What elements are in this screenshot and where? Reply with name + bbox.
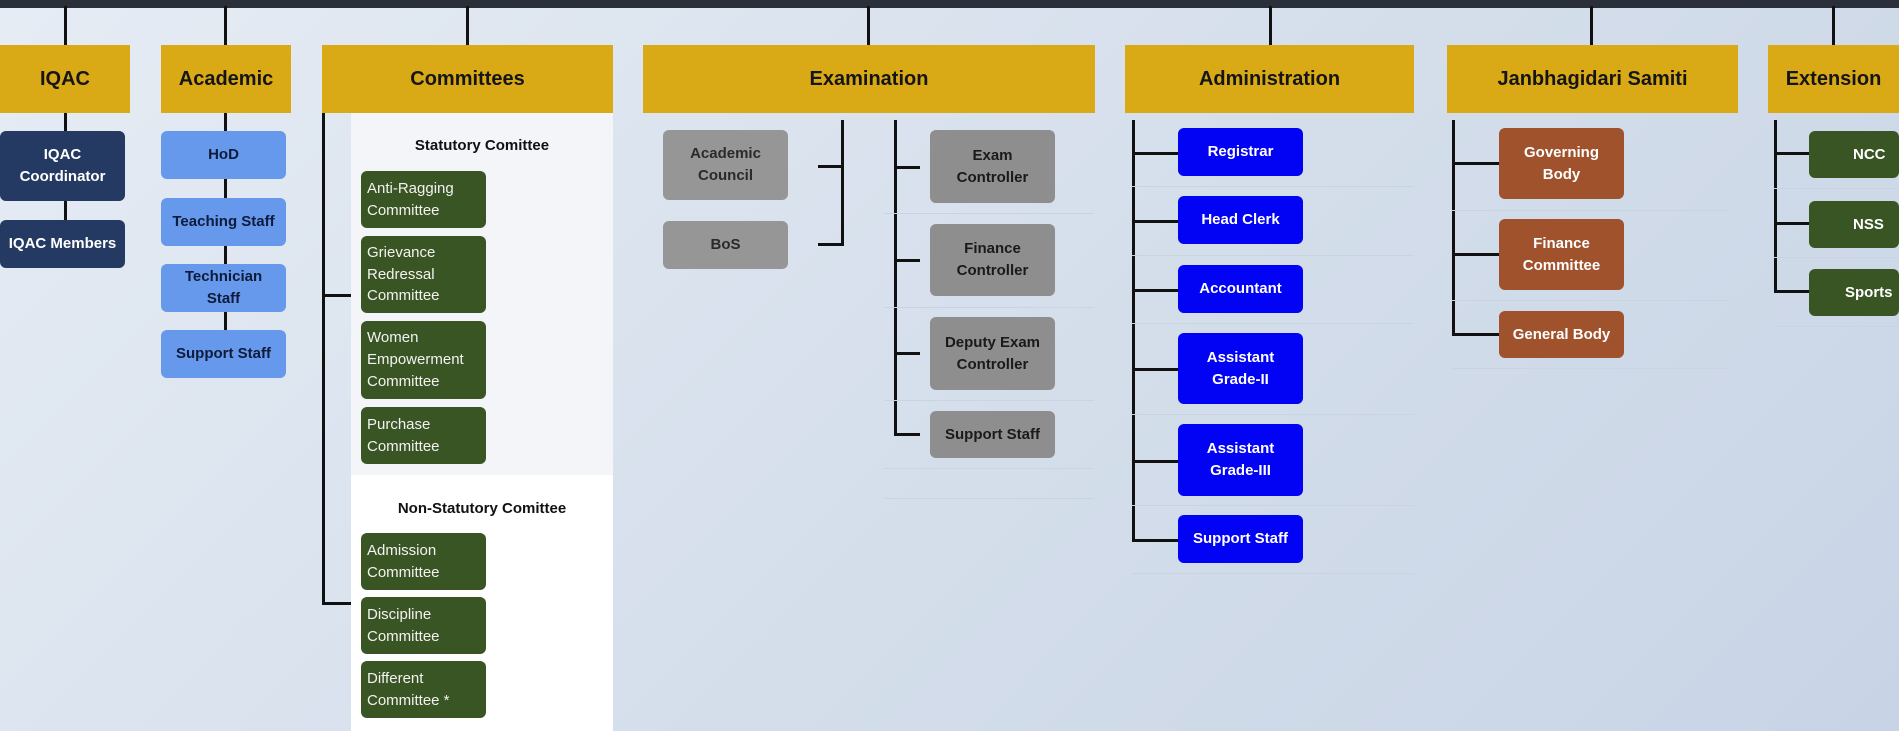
exam-right-branch-3 [894, 352, 920, 355]
committee-women-empowerment-box: Women Empowerment Committee [361, 321, 486, 399]
exam-left-branch-1 [818, 165, 843, 168]
header-janbhagidari: Janbhagidari Samiti [1447, 45, 1738, 113]
connector-extension [1832, 6, 1835, 46]
committee-anti-ragging-box: Anti-Ragging Committee [361, 171, 486, 228]
extension-separator [1774, 257, 1899, 258]
extension-sports-box: Sports [1809, 269, 1899, 316]
extension-separator [1774, 188, 1899, 189]
exam-bos-box: BoS [663, 221, 788, 269]
exam-separator [884, 307, 1094, 308]
admin-branch [1132, 152, 1178, 155]
non-statutory-title: Non-Statutory Comittee [397, 500, 567, 517]
extension-branch [1774, 222, 1809, 225]
connector-administration [1269, 6, 1272, 46]
janbhagidari-separator [1452, 300, 1730, 301]
connector-janbhagidari [1590, 6, 1593, 46]
committees-branch-non-statutory [322, 602, 352, 605]
exam-right-branch-2 [894, 259, 920, 262]
connector-iqac [64, 6, 67, 46]
admin-separator [1132, 573, 1414, 574]
admin-separator [1132, 505, 1414, 506]
academic-technician-staff-box: Technician Staff [161, 264, 286, 312]
exam-right-branch-4 [894, 433, 920, 436]
committees-branch-statutory [322, 294, 352, 297]
admin-branch [1132, 539, 1178, 542]
statutory-title: Statutory Comittee [414, 137, 550, 154]
committees-connector [322, 113, 325, 605]
admin-separator [1132, 323, 1414, 324]
exam-separator [884, 213, 1094, 214]
admin-support-staff-box: Support Staff [1178, 515, 1303, 563]
exam-right-branch-1 [894, 166, 920, 169]
admin-separator [1132, 414, 1414, 415]
extension-branch [1774, 290, 1809, 293]
top-connector-bar [0, 0, 1899, 8]
admin-branch [1132, 460, 1178, 463]
academic-hod-box: HoD [161, 131, 286, 179]
connector-committees [466, 6, 469, 46]
admin-accountant-box: Accountant [1178, 265, 1303, 313]
janbhagidari-general-body-box: General Body [1499, 311, 1624, 358]
janbhagidari-finance-committee-box: Finance Committee [1499, 219, 1624, 290]
header-committees: Committees [322, 45, 613, 113]
committee-different-box: Different Committee * [361, 661, 486, 718]
exam-right-connector [894, 120, 897, 436]
exam-finance-controller-box: Finance Controller [930, 224, 1055, 296]
academic-support-staff-box: Support Staff [161, 330, 286, 378]
admin-registrar-box: Registrar [1178, 128, 1303, 176]
header-iqac: IQAC [0, 45, 130, 113]
extension-separator [1774, 326, 1899, 327]
connector-academic [224, 6, 227, 46]
exam-left-branch-2 [818, 243, 843, 246]
extension-branch [1774, 152, 1809, 155]
admin-head-clerk-box: Head Clerk [1178, 196, 1303, 244]
janbhagidari-connector [1452, 120, 1455, 336]
extension-nss-box: NSS [1809, 201, 1899, 248]
exam-separator [884, 400, 1094, 401]
exam-academic-council-box: Academic Council [663, 130, 788, 200]
exam-left-connector [841, 120, 844, 246]
admin-connector [1132, 120, 1135, 542]
header-academic: Academic [161, 45, 291, 113]
admin-separator [1132, 255, 1414, 256]
extension-connector [1774, 120, 1777, 293]
connector-examination [867, 6, 870, 46]
janbhagidari-branch [1452, 253, 1499, 256]
committee-discipline-box: Discipline Committee [361, 597, 486, 654]
admin-branch [1132, 368, 1178, 371]
header-administration: Administration [1125, 45, 1414, 113]
janbhagidari-governing-body-box: Governing Body [1499, 128, 1624, 199]
janbhagidari-separator [1452, 368, 1730, 369]
admin-branch [1132, 289, 1178, 292]
extension-ncc-box: NCC [1809, 131, 1899, 178]
header-extension: Extension [1768, 45, 1899, 113]
committee-purchase-box: Purchase Committee [361, 407, 486, 464]
admin-branch [1132, 220, 1178, 223]
janbhagidari-separator [1452, 210, 1730, 211]
iqac-coordinator-box: IQAC Coordinator [0, 131, 125, 201]
admin-assistant-grade-2-box: Assistant Grade-II [1178, 333, 1303, 404]
committee-admission-box: Admission Committee [361, 533, 486, 590]
exam-controller-box: Exam Controller [930, 130, 1055, 203]
admin-separator [1132, 186, 1414, 187]
exam-deputy-controller-box: Deputy Exam Controller [930, 317, 1055, 390]
iqac-members-box: IQAC Members [0, 220, 125, 268]
exam-separator [884, 468, 1094, 469]
admin-assistant-grade-3-box: Assistant Grade-III [1178, 424, 1303, 496]
header-examination: Examination [643, 45, 1095, 113]
janbhagidari-branch [1452, 333, 1499, 336]
committee-grievance-box: Grievance Redressal Committee [361, 236, 486, 313]
academic-teaching-staff-box: Teaching Staff [161, 198, 286, 246]
janbhagidari-branch [1452, 162, 1499, 165]
exam-separator [884, 498, 1094, 499]
exam-support-staff-box: Support Staff [930, 411, 1055, 458]
